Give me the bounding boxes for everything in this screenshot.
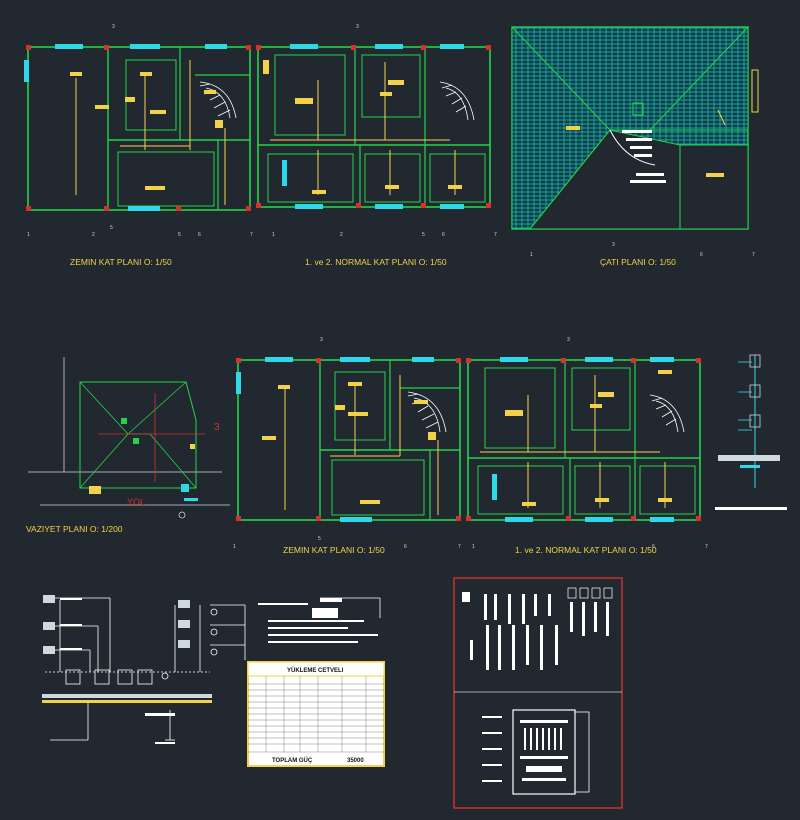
svg-text:1: 1 <box>27 232 30 238</box>
svg-text:5: 5 <box>178 232 181 238</box>
svg-text:3: 3 <box>356 24 359 30</box>
plan-cati-roof[interactable] <box>511 26 759 230</box>
svg-text:5: 5 <box>110 225 113 231</box>
svg-text:6: 6 <box>404 544 407 550</box>
svg-text:1: 1 <box>233 544 236 550</box>
plan-vaziyet[interactable]: 3 <box>28 357 230 519</box>
load-table-total-label: TOPLAM GÜÇ <box>272 757 313 764</box>
label-zemin-kat-top: ZEMIN KAT PLANI O: 1/50 <box>70 257 172 267</box>
svg-text:3: 3 <box>112 24 115 30</box>
svg-text:7: 7 <box>250 232 253 238</box>
plan-normal-top[interactable] <box>256 44 491 209</box>
load-table-title: YÜKLEME CETVELI <box>287 667 344 674</box>
svg-text:6: 6 <box>198 232 201 238</box>
svg-text:5: 5 <box>422 232 425 238</box>
label-zemin-kat-mid: ZEMIN KAT PLANI O: 1/50 <box>283 545 385 555</box>
svg-text:7: 7 <box>494 232 497 238</box>
single-line-diagram[interactable] <box>42 595 246 744</box>
plan-normal-mid[interactable] <box>466 357 701 522</box>
load-table[interactable]: YÜKLEME CETVELI TOPLAM GÜÇ 35000 <box>247 661 385 767</box>
label-normal-kat-top: 1. ve 2. NORMAL KAT PLANI O: 1/50 <box>305 257 447 267</box>
axis-marks-top: 1 2 3 5 5 6 7 1 2 3 5 6 7 1 3 6 7 <box>27 24 755 258</box>
legend-notes <box>258 597 381 643</box>
svg-text:2: 2 <box>92 232 95 238</box>
svg-text:1: 1 <box>530 252 533 258</box>
svg-text:5: 5 <box>318 536 321 542</box>
svg-text:3: 3 <box>320 337 323 343</box>
load-table-total-value: 35000 <box>347 758 364 764</box>
label-yol: YOL <box>127 497 145 507</box>
svg-text:1: 1 <box>472 544 475 550</box>
svg-text:1: 1 <box>272 232 275 238</box>
svg-text:7: 7 <box>705 544 708 550</box>
label-cati-plani: ÇATI PLANI O: 1/50 <box>600 257 676 267</box>
plan-zemin-top[interactable] <box>24 44 251 211</box>
svg-text:2: 2 <box>340 232 343 238</box>
svg-text:3: 3 <box>567 337 570 343</box>
axis-marks-mid: 1 3 5 6 7 1 3 6 7 <box>233 337 708 550</box>
svg-text:7: 7 <box>752 252 755 258</box>
svg-text:6: 6 <box>700 252 703 258</box>
svg-text:6: 6 <box>652 544 655 550</box>
label-normal-kat-mid: 1. ve 2. NORMAL KAT PLANI O: 1/50 <box>515 545 657 555</box>
svg-text:3: 3 <box>214 422 220 433</box>
panel-detail-frame[interactable] <box>453 577 623 809</box>
label-vaziyet-plani: VAZIYET PLANI O: 1/200 <box>26 524 123 534</box>
plan-zemin-mid[interactable] <box>236 357 461 522</box>
svg-text:7: 7 <box>458 544 461 550</box>
riser-diagram[interactable] <box>715 354 787 510</box>
svg-text:6: 6 <box>442 232 445 238</box>
svg-text:3: 3 <box>612 242 615 248</box>
